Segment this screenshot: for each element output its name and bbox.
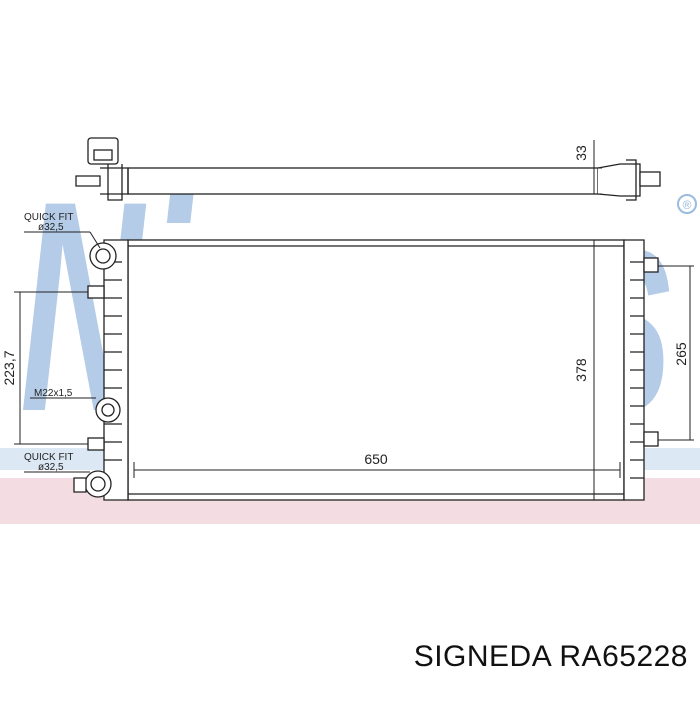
top-pipe-body (127, 167, 599, 195)
right-upper-port (643, 257, 659, 273)
lower-drain-stub (73, 477, 87, 493)
top-pipe-left-collar (100, 167, 129, 195)
top-pipe (75, 137, 661, 201)
label-quick-fit-top-line1: QUICK FIT (24, 212, 73, 223)
right-tank-ribs (630, 261, 644, 479)
top-pipe-sensor-cap (93, 149, 113, 161)
left-upper-small-port (87, 285, 105, 299)
label-quick-fit-bottom-line2: ø32,5 (38, 462, 64, 473)
lower-quick-fit-port (84, 470, 112, 498)
dim-text-223-7: 223,7 (1, 350, 17, 385)
label-quick-fit-top-line2: ø32,5 (38, 222, 64, 233)
top-pipe-left-bracket (107, 164, 123, 201)
left-lower-small-port (87, 437, 105, 451)
lower-quick-fit-port-inner (90, 476, 106, 492)
radiator-core (73, 239, 659, 501)
dim-text-378: 378 (573, 358, 589, 382)
thread-port-inner (101, 403, 115, 417)
core-frame (127, 239, 625, 501)
dimension-texts: 33 378 650 265 223,7 QUICK FIT ø32,5 M22… (1, 145, 689, 473)
registered-mark: ® (683, 198, 692, 212)
upper-quick-fit-port (89, 242, 117, 270)
top-pipe-right-fitting (597, 163, 641, 197)
thread-port (95, 397, 121, 423)
label-thread: M22x1,5 (34, 388, 73, 399)
upper-quick-fit-port-inner (95, 248, 111, 264)
registered-mark-ring (677, 194, 697, 214)
product-caption: SIGNEDA RA65228 (413, 640, 688, 673)
label-quick-fit-bottom-line1: QUICK FIT (24, 452, 73, 463)
dim-text-33: 33 (573, 145, 589, 161)
line-art (14, 137, 694, 501)
right-lower-port (643, 431, 659, 447)
top-pipe-right-clip (626, 159, 637, 201)
top-pipe-left-nipple (75, 175, 101, 187)
top-pipe-right-nipple (639, 171, 661, 187)
dim-text-265: 265 (673, 342, 689, 366)
dimension-lines (14, 140, 694, 500)
dim-text-650: 650 (364, 451, 388, 467)
